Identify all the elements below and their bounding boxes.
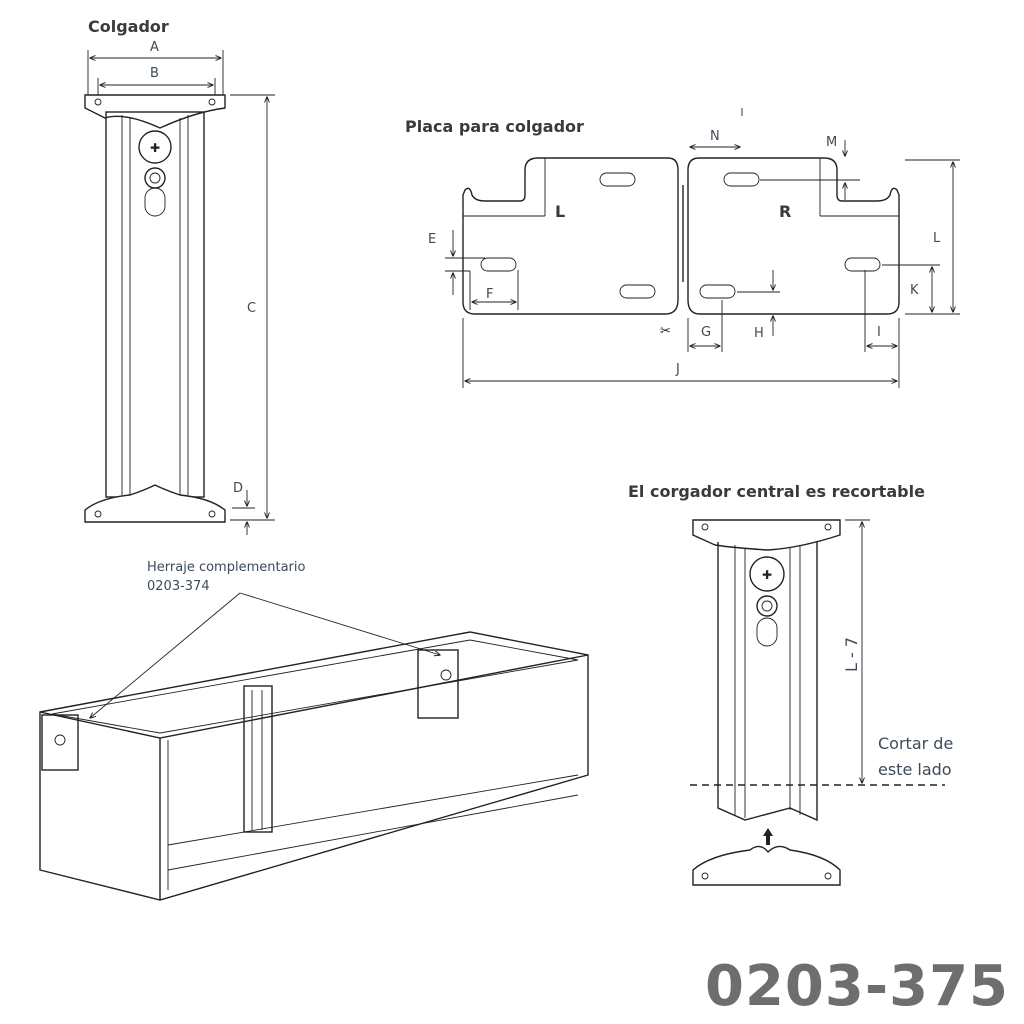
dim-c-label: C bbox=[247, 301, 256, 316]
placa-title: Placa para colgador bbox=[405, 117, 584, 136]
plate-left-label: L bbox=[555, 202, 565, 221]
dim-h-label: H bbox=[754, 326, 764, 341]
dim-e-label: E bbox=[428, 232, 436, 247]
mounting-slots bbox=[480, 172, 881, 299]
cabinet-drawing: Herraje complementario 0203-374 bbox=[39, 560, 589, 901]
plate-right-label: R bbox=[779, 202, 791, 221]
product-code: 0203-375 bbox=[705, 954, 1009, 1019]
left-hanger bbox=[41, 714, 79, 771]
svg-text:✚: ✚ bbox=[150, 141, 160, 155]
screw-icon bbox=[138, 130, 172, 164]
recortable-title: El corgador central es recortable bbox=[628, 482, 925, 501]
dim-k-label: K bbox=[910, 283, 919, 298]
herraje-label-line2: 0203-374 bbox=[147, 579, 210, 594]
dim-d-label: D bbox=[233, 481, 243, 496]
colgador-title: Colgador bbox=[88, 17, 169, 36]
plate-left bbox=[462, 157, 679, 315]
dim-g-label: G bbox=[701, 325, 711, 340]
placa-drawing: Placa para colgador L R ✂ J N M bbox=[405, 108, 960, 388]
dim-i-label: I bbox=[877, 325, 881, 340]
herraje-label-line1: Herraje complementario bbox=[147, 560, 305, 575]
dim-n-label: N bbox=[710, 129, 720, 144]
cut-note-line1: Cortar de bbox=[878, 734, 953, 753]
colgador-drawing: Colgador A B ✚ C D bbox=[84, 17, 275, 535]
central-hanger bbox=[243, 685, 273, 833]
cabinet-outline bbox=[39, 631, 589, 901]
dim-b-label: B bbox=[150, 66, 159, 81]
plate-right bbox=[687, 157, 900, 315]
bottom-bracket bbox=[84, 484, 226, 523]
recortable-drawing: El corgador central es recortable ✚ L - … bbox=[628, 482, 953, 886]
right-hanger bbox=[417, 649, 459, 719]
dim-j-label: J bbox=[675, 362, 680, 377]
cut-note-line2: este lado bbox=[878, 760, 952, 779]
dim-a-label: A bbox=[150, 40, 159, 55]
scissors-icon: ✂ bbox=[660, 324, 671, 339]
dim-f-label: F bbox=[486, 287, 493, 302]
svg-text:✚: ✚ bbox=[762, 568, 772, 582]
dim-m-label: M bbox=[826, 135, 837, 150]
arrow-up-icon bbox=[763, 828, 773, 845]
dim-l-label: L bbox=[933, 231, 941, 246]
dim-l-minus-7-label: L - 7 bbox=[842, 637, 861, 672]
